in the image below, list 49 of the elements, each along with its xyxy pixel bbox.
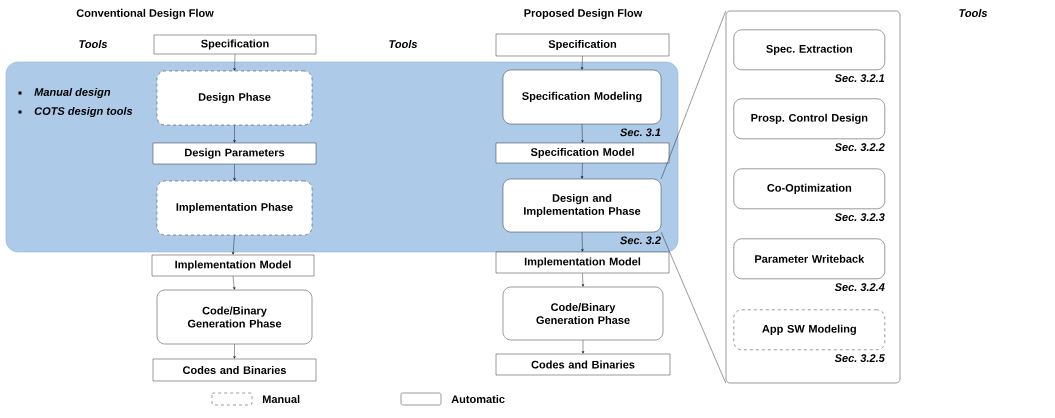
automatic-step-box: Design and Implementation Phase bbox=[502, 178, 662, 233]
section-reference: Sec. 3.1 bbox=[620, 128, 661, 137]
arrow bbox=[580, 163, 584, 179]
arrow bbox=[581, 124, 584, 143]
artifact-box: Specification bbox=[495, 33, 670, 57]
tools-heading: Tools bbox=[959, 8, 988, 18]
automatic-step-box: Specification Modeling bbox=[502, 69, 662, 125]
automatic-step-box: Spec. Extraction bbox=[733, 29, 885, 70]
arrow bbox=[233, 344, 236, 359]
zoom-line bbox=[661, 232, 726, 384]
section-reference: Sec. 3.2.5 bbox=[834, 354, 885, 362]
arrow bbox=[233, 164, 236, 181]
zoom-line bbox=[661, 10, 726, 179]
arrow bbox=[581, 340, 585, 354]
arrow bbox=[581, 273, 585, 287]
automatic-step-box: Code/Binary Generation Phase bbox=[502, 286, 664, 341]
legend-label: Automatic bbox=[451, 394, 505, 404]
tool-item: Manual design bbox=[34, 87, 111, 99]
tools-heading: Tools bbox=[79, 39, 108, 49]
flow-heading: Proposed Design Flow bbox=[524, 8, 643, 20]
manual-step-box: Design Phase bbox=[156, 70, 313, 126]
artifact-box: Implementation Model bbox=[151, 254, 315, 277]
legend-label: Manual bbox=[262, 394, 300, 404]
tool-item: COTS design tools bbox=[34, 106, 133, 118]
section-reference: Sec. 3.2 bbox=[620, 236, 661, 245]
artifact-box: Codes and Binaries bbox=[152, 358, 317, 382]
section-reference: Sec. 3.2.3 bbox=[834, 213, 885, 221]
artifact-box: Codes and Binaries bbox=[495, 353, 671, 376]
flow-heading: Conventional Design Flow bbox=[76, 8, 214, 20]
automatic-step-box: Parameter Writeback bbox=[733, 238, 885, 279]
tools-heading: Tools bbox=[389, 39, 418, 49]
arrow bbox=[232, 235, 235, 255]
arrow bbox=[232, 276, 236, 290]
manual-step-box: App SW Modeling bbox=[733, 309, 885, 350]
artifact-box: Implementation Model bbox=[495, 251, 670, 274]
artifact-box: Design Parameters bbox=[152, 142, 317, 165]
automatic-step-box: Prosp. Control Design bbox=[733, 98, 885, 139]
arrow bbox=[581, 232, 584, 252]
arrow bbox=[233, 125, 236, 143]
section-reference: Sec. 3.2.2 bbox=[834, 143, 885, 151]
automatic-step-box: Code/Binary Generation Phase bbox=[156, 289, 313, 345]
section-reference: Sec. 3.2.1 bbox=[834, 74, 885, 82]
artifact-box: Specification bbox=[153, 34, 317, 55]
automatic-step-box: Co-Optimization bbox=[733, 168, 885, 209]
arrow bbox=[580, 56, 584, 70]
arrow bbox=[233, 54, 236, 71]
manual-step-box: Implementation Phase bbox=[156, 180, 313, 236]
artifact-box: Specification Model bbox=[495, 142, 670, 164]
section-reference: Sec. 3.2.4 bbox=[834, 283, 885, 291]
